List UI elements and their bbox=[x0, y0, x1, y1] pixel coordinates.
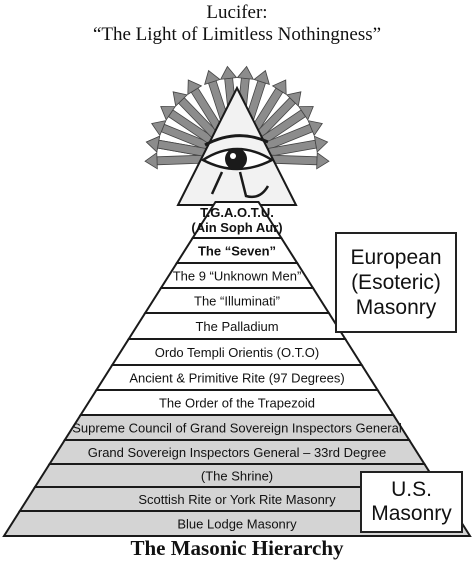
pyramid-layer-13 bbox=[2, 510, 472, 537]
european-masonry-box: European (Esoteric) Masonry bbox=[335, 232, 457, 333]
diagram-title: The Masonic Hierarchy bbox=[130, 536, 344, 560]
ray-arrowhead-12 bbox=[298, 106, 314, 121]
layer-label-2: The “Seven” bbox=[198, 244, 276, 259]
ray-arrowhead-7 bbox=[219, 65, 238, 80]
header-line-2: “The Light of Limitless Nothingness” bbox=[92, 24, 382, 45]
layer-label-6: Ordo Templi Orientis (O.T.O) bbox=[155, 345, 319, 360]
us-box-line-2: Masonry bbox=[371, 502, 452, 525]
ray-arrowhead-10 bbox=[271, 79, 287, 96]
all-seeing-eye-capstone bbox=[176, 85, 298, 206]
layer-label-11: (The Shrine) bbox=[201, 469, 273, 484]
ray-arrowhead-16 bbox=[144, 152, 158, 170]
ray-arrowhead-11 bbox=[286, 91, 302, 107]
european-box-line-2: (Esoteric) bbox=[351, 271, 441, 294]
header: Lucifer: “The Light of Limitless Nothing… bbox=[0, 2, 474, 46]
ray-arrowhead-3 bbox=[160, 106, 176, 121]
layer-label-7: Ancient & Primitive Rite (97 Degrees) bbox=[129, 371, 344, 386]
ray-arrowhead-9 bbox=[253, 69, 270, 85]
layer-label-3: The 9 “Unknown Men” bbox=[173, 269, 302, 284]
header-line-1: Lucifer: bbox=[206, 2, 268, 23]
us-box-line-1: U.S. bbox=[391, 478, 432, 501]
layer-label-13: Blue Lodge Masonry bbox=[177, 517, 297, 532]
layer-label-10: Grand Sovereign Inspectors General – 33r… bbox=[88, 445, 386, 460]
pyramid-layers: T.G.A.O.T.U.(Ain Soph Aur) The “Seven” The… bbox=[2, 201, 472, 537]
layer-label-8: The Order of the Trapezoid bbox=[159, 396, 315, 411]
layer-label-4: The “Illuminati” bbox=[194, 294, 280, 309]
ray-arrowhead-15 bbox=[316, 152, 330, 170]
layer-label-5: The Palladium bbox=[195, 319, 278, 334]
layer-label-12: Scottish Rite or York Rite Masonry bbox=[138, 492, 336, 507]
eye-highlight bbox=[230, 153, 236, 159]
eye-iris bbox=[225, 148, 247, 170]
eyebrow bbox=[204, 134, 269, 147]
ray-arrowhead-17 bbox=[145, 135, 161, 153]
eye-lower-mark bbox=[210, 171, 224, 195]
layer-label-9: Supreme Council of Grand Sovereign Inspe… bbox=[72, 421, 402, 436]
ray-arrowhead-4 bbox=[172, 91, 188, 107]
ray-arrowhead-5 bbox=[187, 79, 203, 96]
european-box-line-1: European bbox=[350, 246, 442, 269]
us-masonry-box: U.S. Masonry bbox=[360, 471, 463, 533]
eye-tear-mark bbox=[238, 171, 270, 199]
ray-arrowhead-14 bbox=[313, 135, 329, 153]
ray-arrowhead-8 bbox=[236, 65, 255, 80]
ray-arrowhead-6 bbox=[204, 69, 221, 85]
layer-label-1-line-2: (Ain Soph Aur) bbox=[191, 220, 282, 235]
ray-arrowhead-2 bbox=[151, 120, 167, 137]
european-box-line-3: Masonry bbox=[355, 296, 437, 319]
ray-arrowhead-13 bbox=[307, 120, 323, 137]
layer-label-1-line-1: T.G.A.O.T.U. bbox=[200, 205, 274, 220]
